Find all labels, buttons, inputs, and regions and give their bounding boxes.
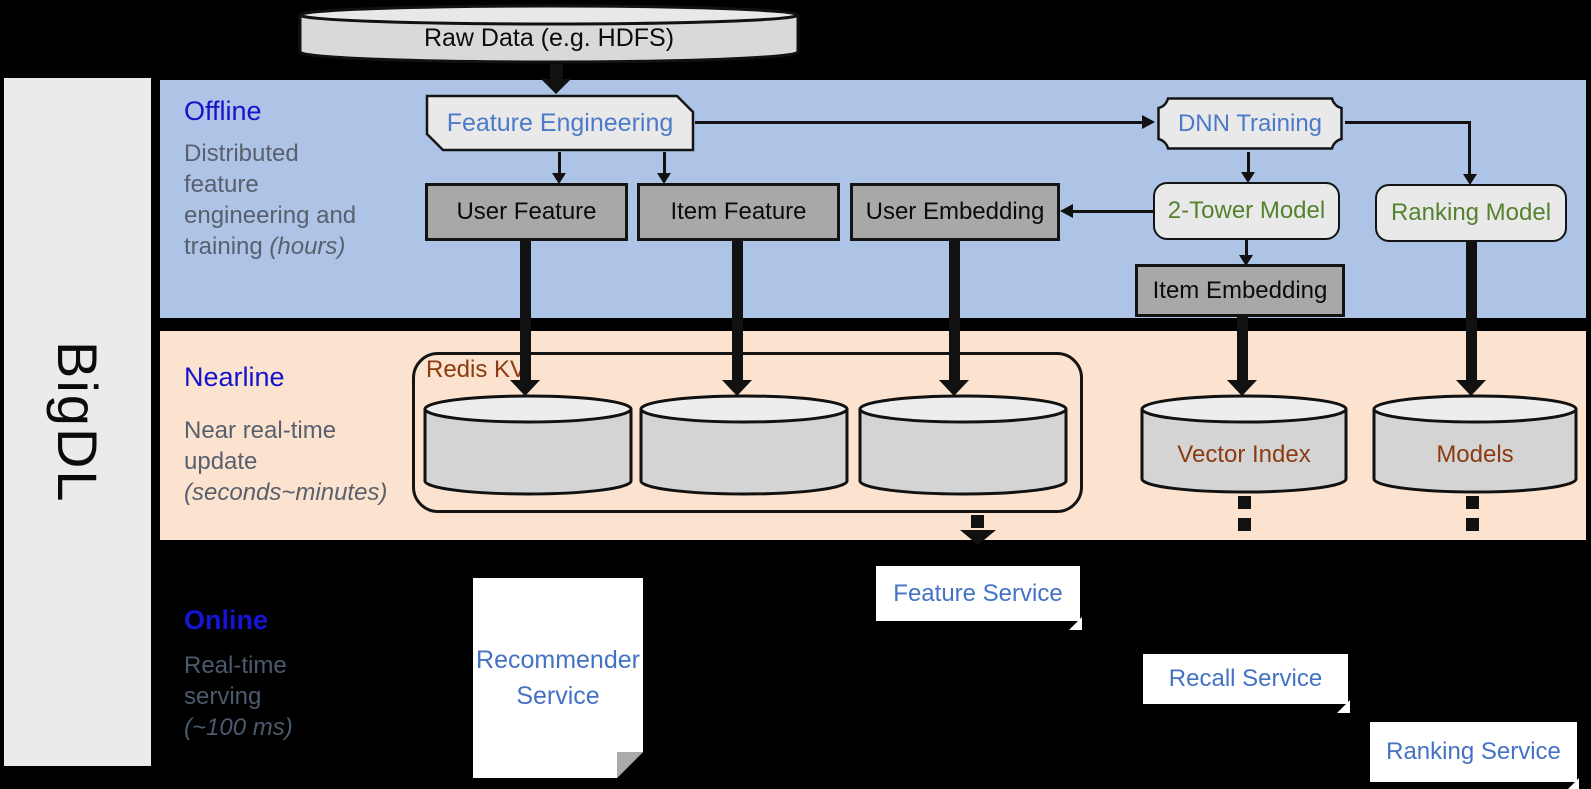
arrowhead-fe-to-dnn [1142,115,1155,129]
recall-service-node: Recall Service [1143,654,1350,713]
dashed-arrow-models-1 [1466,496,1479,509]
redis-kv-label: Redis KV [426,356,527,383]
bigdl-brand-label: BigDL [46,340,109,504]
arrow-user-embedding-to-redis [949,241,960,380]
page-curl-icon [1566,778,1579,789]
arrow-dnn-to-ranking-v [1468,121,1471,175]
arrowhead-two-tower-to-user-embedding [1060,204,1073,218]
arrowhead-fe-to-item-feature [657,173,671,184]
arrowhead-dnn-to-ranking [1463,174,1477,185]
raw-data-cylinder: Raw Data (e.g. HDFS) [298,4,800,64]
cylinder-icon [639,394,849,496]
arrowhead-item-feature-to-redis [722,380,752,396]
cylinder-icon [423,394,633,496]
recommender-service-label: Recommender Service [476,646,640,710]
dashed-arrow-redis-to-feature-service [971,515,984,528]
arrow-fe-to-user-feature [558,152,561,174]
bigdl-sidebar: BigDL [4,78,151,766]
ranking-service-label: Ranking Service [1386,738,1561,765]
arrow-two-tower-to-item-embedding [1245,240,1248,256]
arrowhead-rawdata-to-fe [541,79,571,94]
arrowhead-fe-to-user-feature [552,173,566,184]
recall-service-label: Recall Service [1168,665,1323,692]
cylinder-icon [1372,394,1578,494]
user-feature-node: User Feature [425,183,628,241]
arrowhead-redis-to-feature-service [960,530,996,545]
arrow-fe-to-dnn [695,121,1142,124]
arrow-ranking-model-to-models [1466,242,1477,380]
page-curl-icon [1337,700,1350,713]
redis-cylinder-2 [639,393,849,497]
arrow-dnn-to-two-tower [1247,152,1250,173]
feature-service-label: Feature Service [893,579,1063,607]
cylinder-icon [298,4,800,64]
arrow-item-feature-to-redis [732,241,743,380]
dnn-training-label: DNN Training [1177,109,1323,137]
arrow-two-tower-to-user-embedding [1073,210,1153,213]
cylinder-icon [1140,394,1348,494]
vector-index-label: Vector Index [1177,441,1311,468]
vector-index-cylinder: Vector Index [1140,393,1348,495]
arrowhead-two-tower-to-item-embedding [1239,255,1253,266]
user-embedding-node: User Embedding [850,183,1060,241]
nearline-description: Near real-time update (seconds~minutes) [184,417,388,506]
raw-data-label: Raw Data (e.g. HDFS) [423,23,675,52]
models-cylinder: Models [1372,393,1578,495]
feature-service-node: Feature Service [876,566,1082,630]
arrow-dnn-to-ranking-h [1345,121,1471,124]
dnn-training-node: DNN Training [1155,95,1345,152]
feature-engineering-label: Feature Engineering [446,108,674,137]
redis-kv-container [412,352,1083,513]
arrowhead-item-embedding-to-vector-index [1227,380,1257,396]
item-feature-node: Item Feature [637,183,840,241]
arrowhead-ranking-model-to-models [1456,380,1486,396]
item-embedding-node: Item Embedding [1135,264,1345,317]
dashed-arrow-models-2 [1466,518,1479,531]
online-title: Online [184,605,269,635]
page-curl-icon [1069,617,1082,630]
online-description: Real-time serving (~100 ms) [184,652,293,741]
arrow-rawdata-to-fe [550,64,563,80]
dashed-arrow-vector-index-2 [1238,518,1251,531]
redis-cylinder-1 [423,393,633,497]
feature-engineering-node: Feature Engineering [425,94,695,152]
ranking-service-node: Ranking Service [1370,722,1579,789]
models-label: Models [1436,441,1514,468]
cylinder-icon [858,394,1068,496]
dashed-arrow-vector-index-1 [1238,496,1251,509]
arrowhead-user-embedding-to-redis [939,380,969,396]
two-tower-model-node: 2-Tower Model [1153,182,1340,240]
nearline-title: Nearline [184,362,285,392]
ranking-model-node: Ranking Model [1375,184,1567,242]
arrowhead-user-feature-to-redis [510,380,540,396]
arrowhead-dnn-to-two-tower [1241,172,1255,183]
recommender-service-document: Recommender Service [473,578,643,778]
arrow-item-embedding-to-vector-index [1237,317,1248,380]
cut-corner-shape-icon [425,94,695,152]
redis-cylinder-3 [858,393,1068,497]
plaque-shape-icon [1157,97,1343,150]
arrow-user-feature-to-redis [520,241,531,380]
offline-title: Offline [184,96,262,126]
arrow-fe-to-item-feature [663,152,666,174]
offline-description: Distributed feature engineering and trai… [184,140,357,260]
